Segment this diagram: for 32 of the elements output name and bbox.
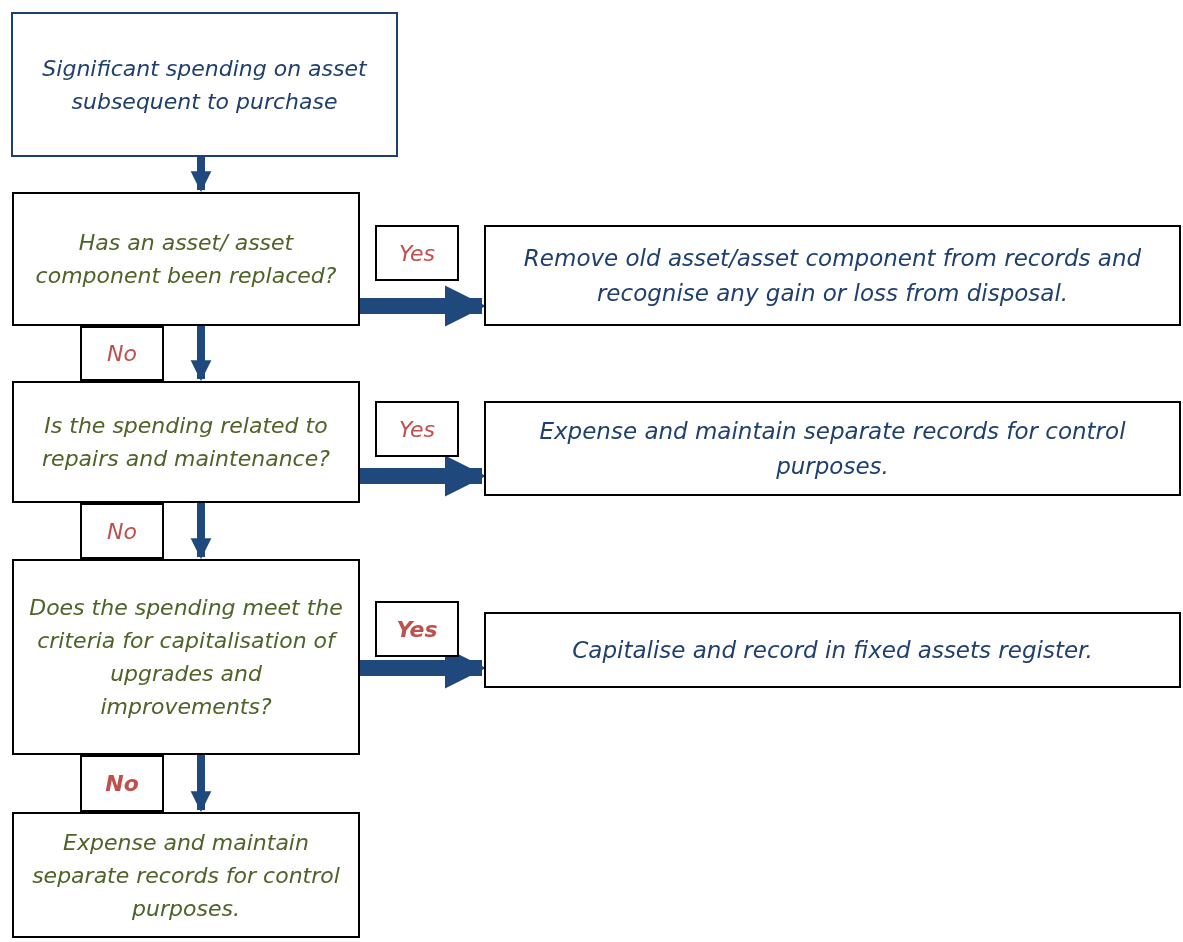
arrow <box>190 157 212 193</box>
node-text: No <box>107 340 137 368</box>
outcome-box <box>484 401 1181 496</box>
decision-box <box>12 192 360 326</box>
node-text: No <box>105 770 139 798</box>
node-text: Remove old asset/asset component from records and recognise any gain or loss from disposal. <box>522 244 1143 308</box>
branch-label <box>375 601 459 657</box>
outcome-box <box>484 612 1181 688</box>
branch-label <box>80 755 164 812</box>
decision-box <box>12 812 360 938</box>
outcome-box <box>484 225 1181 326</box>
arrow <box>190 503 212 560</box>
node-text: No <box>107 517 137 546</box>
node-text: Capitalise and record in fixed assets register. <box>572 635 1093 665</box>
branch-label <box>80 326 164 381</box>
node-text: Has an asset/ asset component been replaced? <box>34 229 338 290</box>
decision-box <box>12 559 360 755</box>
branch-label <box>375 401 459 457</box>
node-text: Yes <box>396 615 438 644</box>
node-text: Expense and maintain separate records for control purposes. <box>31 828 341 923</box>
node-text: Significant spending on asset subsequent to purchase <box>41 54 369 116</box>
node-text: Expense and maintain separate records for control purposes. <box>538 417 1127 481</box>
branch-label <box>375 225 459 281</box>
arrow <box>190 326 212 382</box>
node-text: Does the spending meet the criteria for capitalisation of upgrades and improvements? <box>28 594 344 721</box>
start-box <box>11 12 398 157</box>
node-text: Yes <box>399 415 435 444</box>
arrow <box>190 755 212 813</box>
node-text: Is the spending related to repairs and maintenance? <box>41 412 331 473</box>
node-text: Yes <box>399 239 435 268</box>
branch-label <box>80 503 164 559</box>
decision-box <box>12 381 360 503</box>
